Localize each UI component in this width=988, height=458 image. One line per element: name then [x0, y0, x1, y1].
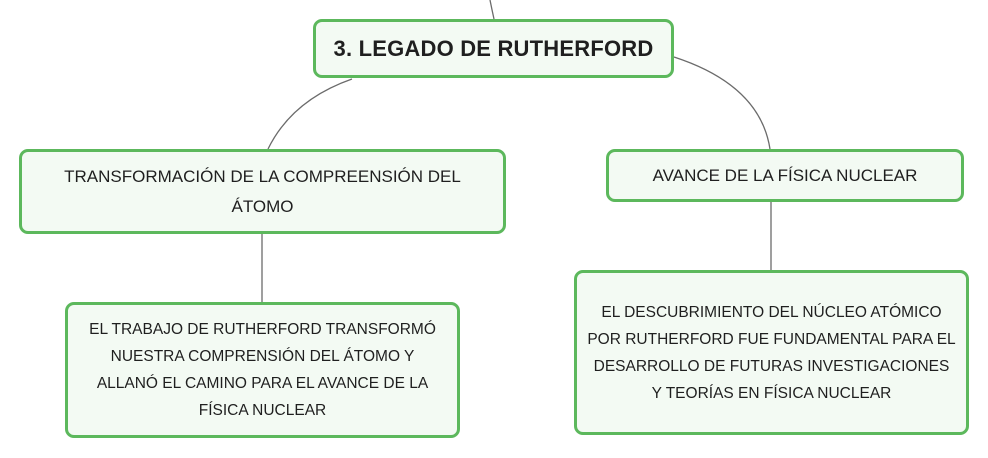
connector-parent [489, 0, 495, 20]
root-node[interactable]: 3. LEGADO DE RUTHERFORD [313, 19, 674, 78]
leaf-node-transformacion[interactable]: EL TRABAJO DE RUTHERFORD TRANSFORMÓ NUES… [65, 302, 460, 438]
branch-node-avance[interactable]: AVANCE DE LA FÍSICA NUCLEAR [606, 149, 964, 202]
root-label: 3. LEGADO DE RUTHERFORD [333, 35, 654, 61]
branch-label: TRANSFORMACIÓN DE LA COMPREENSIÓN DEL ÁT… [64, 166, 461, 216]
connector-root-to-right [673, 56, 771, 150]
branch-node-transformacion[interactable]: TRANSFORMACIÓN DE LA COMPREENSIÓN DEL ÁT… [19, 149, 506, 234]
leaf-node-avance[interactable]: EL DESCUBRIMIENTO DEL NÚCLEO ATÓMICO POR… [574, 270, 969, 435]
leaf-text: EL TRABAJO DE RUTHERFORD TRANSFORMÓ NUES… [89, 321, 436, 419]
connector-root-to-left [267, 78, 353, 150]
branch-label: AVANCE DE LA FÍSICA NUCLEAR [652, 165, 918, 185]
leaf-text: EL DESCUBRIMIENTO DEL NÚCLEO ATÓMICO POR… [587, 303, 956, 402]
